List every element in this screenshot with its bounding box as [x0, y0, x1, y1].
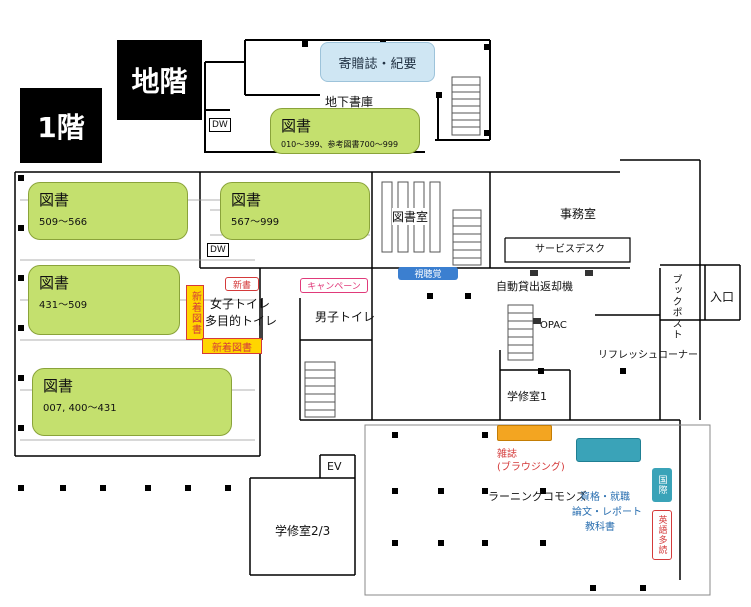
books-zone-title: 図書	[231, 191, 262, 209]
book-post-label[interactable]: ブックポスト	[670, 274, 681, 340]
multipurpose-toilet-label: 多目的トイレ	[205, 314, 278, 328]
first-floor-badge: 1階	[20, 88, 102, 163]
new-books-horizontal-tag[interactable]: 新着図書	[202, 338, 262, 354]
gift-journals-label: 寄贈誌・紀要	[338, 56, 417, 72]
books-zone-range: 567〜999	[231, 217, 280, 228]
elevator-label: EV	[327, 460, 342, 473]
office-label: 事務室	[560, 207, 597, 221]
international-tag[interactable]: 国際	[652, 468, 672, 502]
basement-stack-room-label: 地下書庫	[325, 95, 374, 109]
learning-commons-shelf[interactable]	[576, 438, 641, 462]
stair-treads	[305, 217, 533, 411]
gift-journals-zone[interactable]: 寄贈誌・紀要	[320, 42, 435, 82]
first-floor-dw-label: DW	[207, 243, 229, 257]
books-zone-range: 431〜509	[39, 300, 88, 311]
campaign-tag[interactable]: キャンペーン	[300, 278, 368, 293]
first-floor-walls	[14, 159, 741, 580]
books-zone-431-509[interactable]: 図書 431〜509	[28, 265, 180, 335]
books-zone-567-999[interactable]: 図書 567〜999	[220, 182, 370, 240]
magazines-label: 雑誌	[497, 449, 517, 460]
thesis-report-label: 論文・レポート	[572, 507, 642, 518]
basement-dw-label: DW	[209, 118, 231, 132]
basement-stairs	[451, 76, 481, 136]
mens-toilet-label: 男子トイレ	[315, 310, 376, 324]
basement-books-zone[interactable]: 図書 010〜399、参考図書700〜999	[270, 108, 420, 154]
pillars	[18, 175, 646, 591]
basement-books-range: 010〜399、参考図書700〜999	[281, 140, 399, 149]
service-desk-label[interactable]: サービスデスク	[535, 244, 605, 255]
books-zone-title: 図書	[39, 191, 70, 209]
service-desk-shape	[504, 237, 631, 263]
learning-commons-label: ラーニングコモンズ	[488, 490, 587, 503]
book-room-label: 図書室	[392, 208, 429, 225]
books-zone-range: 509〜566	[39, 217, 88, 228]
books-zone-title: 図書	[39, 274, 70, 292]
basement-books-title: 図書	[281, 117, 312, 135]
first-floor-stairs	[304, 209, 534, 418]
books-zone-range: 007, 400〜431	[43, 403, 117, 414]
self-checkout-label: 自動貸出返却機	[496, 280, 573, 293]
study-room-1-label: 学修室1	[507, 390, 547, 403]
books-zone-title: 図書	[43, 377, 74, 395]
new-books-short-tag[interactable]: 新書	[225, 277, 259, 291]
refresh-corner-label: リフレッシュコーナー	[598, 350, 698, 361]
basement-floor-badge: 地階	[117, 40, 202, 120]
magazines-shelf[interactable]	[497, 425, 552, 441]
qualifications-label: 資格・就職	[580, 492, 630, 503]
browsing-label: (ブラウジング)	[497, 462, 565, 473]
womens-toilet-label: 女子トイレ	[210, 297, 271, 311]
new-books-vertical-tag[interactable]: 新着図書	[186, 285, 204, 340]
english-reading-tag[interactable]: 英語多読	[652, 510, 672, 560]
study-room-23-label: 学修室2/3	[275, 524, 331, 538]
entrance-label[interactable]: 入口	[710, 290, 735, 304]
textbooks-label: 教科書	[585, 522, 615, 533]
checkout-machines	[530, 270, 593, 324]
opac-label[interactable]: OPAC	[540, 320, 567, 331]
books-zone-007-431[interactable]: 図書 007, 400〜431	[32, 368, 232, 436]
books-zone-509-566[interactable]: 図書 509〜566	[28, 182, 188, 240]
av-corner-tag[interactable]: 視聴覚	[398, 267, 458, 280]
